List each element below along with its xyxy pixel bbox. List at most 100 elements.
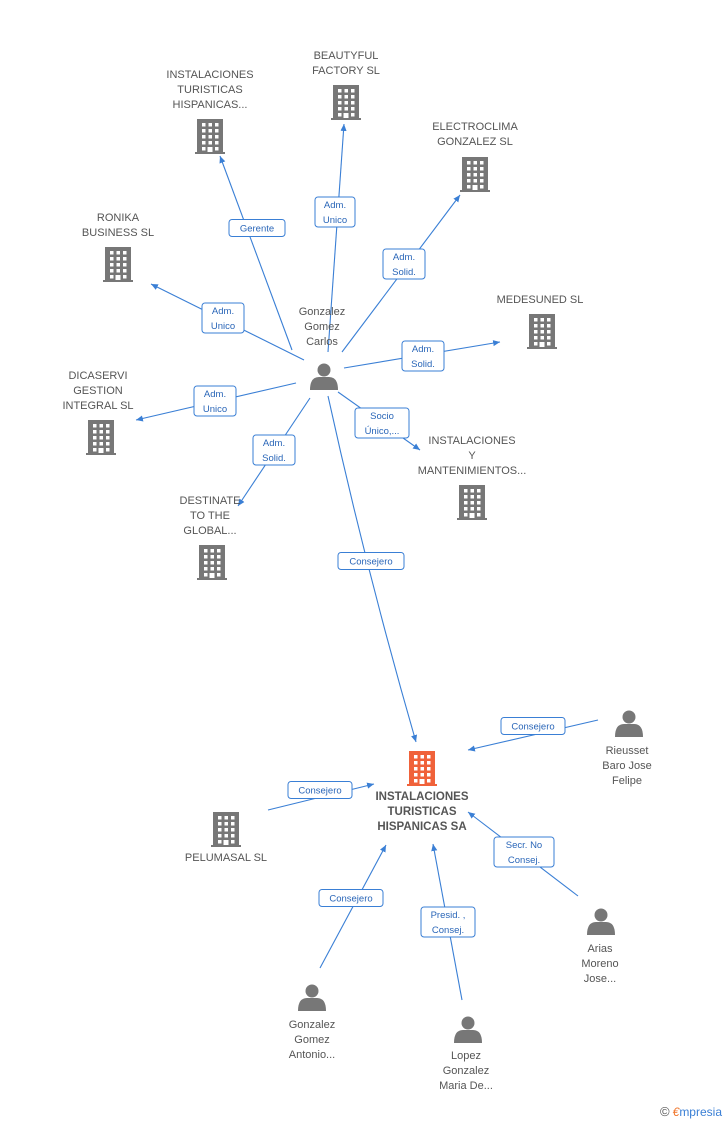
node-label-line: Antonio... — [289, 1049, 335, 1061]
person-icon-arias[interactable] — [587, 908, 615, 936]
node-label-line: GESTION — [73, 385, 123, 397]
node-label-line: Maria De... — [439, 1080, 493, 1092]
edge-tag-gonzalez_carlos-beautyful[interactable]: Adm. Unico — [314, 196, 356, 228]
company-icon-electroclima[interactable] — [460, 157, 490, 192]
edge-tag-text: Consejero — [329, 894, 372, 905]
node-label-line: Gonzalez — [289, 1019, 335, 1031]
edge-tag-text: Gerente — [240, 224, 274, 235]
person-icon-rieusset[interactable] — [615, 710, 643, 738]
edge-tag-gonzalez_carlos-medesuned[interactable]: Adm.Solid. — [401, 340, 445, 372]
node-label-line: TURISTICAS — [177, 84, 242, 96]
node-label-line: Gonzalez — [443, 1065, 489, 1077]
node-label-medesuned[interactable]: MEDESUNED SL — [497, 294, 584, 306]
node-label-line: DICASERVI — [68, 370, 127, 382]
node-label-line: Rieusset — [606, 745, 649, 757]
edge-tag-text: Unico — [211, 321, 235, 332]
node-label-line: MEDESUNED SL — [497, 294, 584, 306]
edge-tag-text: Secr. No — [506, 840, 542, 851]
node-label-line: Moreno — [581, 958, 618, 970]
edge-tag-text: Presid. , — [431, 910, 466, 921]
node-label-line: Arias — [587, 943, 613, 955]
company-icon-destinate[interactable] — [197, 545, 227, 580]
edge-tag-text: Consejero — [298, 786, 341, 797]
edge-tag-gonzalez_carlos-center[interactable]: Consejero — [337, 552, 405, 570]
edge-tag-pelumasal-center[interactable]: Consejero — [287, 781, 353, 799]
node-label-line: INSTALACIONES — [375, 791, 468, 803]
node-label-line: BUSINESS SL — [82, 227, 154, 239]
edge-tag-text: Consejero — [349, 557, 392, 568]
edge-tag-text: Consejero — [511, 722, 554, 733]
edge-tag-arias-center[interactable]: Secr. No Consej. — [493, 836, 555, 868]
node-label-arias[interactable]: AriasMorenoJose... — [581, 943, 618, 985]
edge-tag-gonzalez_carlos-instalaciones_top[interactable]: Gerente — [228, 219, 286, 237]
edge-tag-gonzalez_carlos-ronika[interactable]: Adm. Unico — [201, 302, 245, 334]
node-label-line: HISPANICAS SA — [377, 821, 466, 833]
node-label-destinate[interactable]: DESTINATE TO THE GLOBAL... — [180, 495, 241, 537]
company-icon-medesuned[interactable] — [527, 314, 557, 349]
node-label-line: Lopez — [451, 1050, 481, 1062]
node-label-ronika[interactable]: RONIKA BUSINESS SL — [82, 212, 154, 239]
company-icon-beautyful[interactable] — [331, 85, 361, 120]
node-label-line: TURISTICAS — [388, 806, 457, 818]
edge-tag-text: Consej. — [432, 925, 464, 936]
node-label-dicaservi[interactable]: DICASERVI GESTION INTEGRAL SL — [62, 370, 133, 412]
edge-tag-text: Unico — [203, 404, 227, 415]
edge-gonzalez_carlos-to-instalaciones_top — [219, 155, 293, 351]
company-icon-instalaciones_top[interactable] — [195, 119, 225, 154]
node-label-pelumasal[interactable]: PELUMASAL SL — [185, 852, 267, 864]
node-label-line: GLOBAL... — [183, 525, 236, 537]
edge-tag-text: Adm. — [393, 252, 415, 263]
edge-tag-text: Consej. — [508, 855, 540, 866]
node-label-line: INSTALACIONES — [166, 69, 253, 81]
edge-tag-gonzalez_carlos-destinate[interactable]: Adm.Solid. — [252, 434, 296, 466]
edge-tag-gonzalez_carlos-mantenimientos[interactable]: SocioÚnico,... — [354, 407, 410, 439]
node-label-mantenimientos[interactable]: INSTALACIONESYMANTENIMIENTOS... — [418, 435, 527, 477]
person-icon-gonzalez_antonio[interactable] — [298, 984, 326, 1012]
edge-tag-text: Adm. — [324, 200, 346, 211]
node-label-center[interactable]: INSTALACIONES TURISTICAS HISPANICAS SA — [375, 791, 468, 833]
edge-tag-text: Adm. — [204, 389, 226, 400]
copyright-mark: © — [660, 1104, 670, 1119]
node-label-line: FACTORY SL — [312, 65, 380, 77]
edge-tag-text: Solid. — [392, 267, 416, 278]
edge-tag-text: Solid. — [411, 359, 435, 370]
edge-tag-text: Unico — [323, 215, 347, 226]
node-label-instalaciones_top[interactable]: INSTALACIONESTURISTICASHISPANICAS... — [166, 69, 253, 111]
brand-logo-e: € — [672, 1105, 680, 1119]
focus-company-icon-center[interactable] — [407, 751, 437, 786]
node-label-gonzalez_antonio[interactable]: GonzalezGomezAntonio... — [289, 1019, 335, 1061]
edge-tag-text: Adm. — [212, 306, 234, 317]
node-label-line: ELECTROCLIMA — [432, 121, 518, 133]
edge-tag-gonzalez_carlos-dicaservi[interactable]: Adm. Unico — [193, 385, 237, 417]
edge-tag-text: Adm. — [263, 438, 285, 449]
node-label-line: INSTALACIONES — [428, 435, 515, 447]
node-label-line: DESTINATE — [180, 495, 241, 507]
company-icon-dicaservi[interactable] — [86, 420, 116, 455]
person-icon-lopez[interactable] — [454, 1016, 482, 1044]
edge-tag-gonzalez_carlos-electroclima[interactable]: Adm. Solid. — [382, 248, 426, 280]
node-label-line: RONIKA — [97, 212, 140, 224]
company-icon-ronika[interactable] — [103, 247, 133, 282]
edge-tag-rieusset-center[interactable]: Consejero — [500, 717, 566, 735]
edge-tag-gonzalez_antonio-center[interactable]: Consejero — [318, 889, 384, 907]
edge-tag-text: Socio — [370, 411, 394, 422]
company-icon-mantenimientos[interactable] — [457, 485, 487, 520]
brand-logo-text: mpresia — [679, 1105, 722, 1119]
edge-gonzalez_carlos-to-beautyful — [327, 123, 347, 353]
edge-tag-text: Único,... — [365, 426, 400, 437]
node-label-line: INTEGRAL SL — [62, 400, 133, 412]
node-label-line: Gonzalez — [299, 306, 345, 318]
company-icon-pelumasal[interactable] — [211, 812, 241, 847]
empresia-footer: ©€mpresia — [660, 1104, 722, 1119]
edge-tag-lopez-center[interactable]: Presid. , Consej. — [420, 906, 476, 938]
node-label-line: MANTENIMIENTOS... — [418, 465, 527, 477]
node-label-line: Felipe — [612, 775, 642, 787]
person-icon-gonzalez_carlos[interactable] — [310, 363, 338, 391]
node-label-line: TO THE — [190, 510, 230, 522]
